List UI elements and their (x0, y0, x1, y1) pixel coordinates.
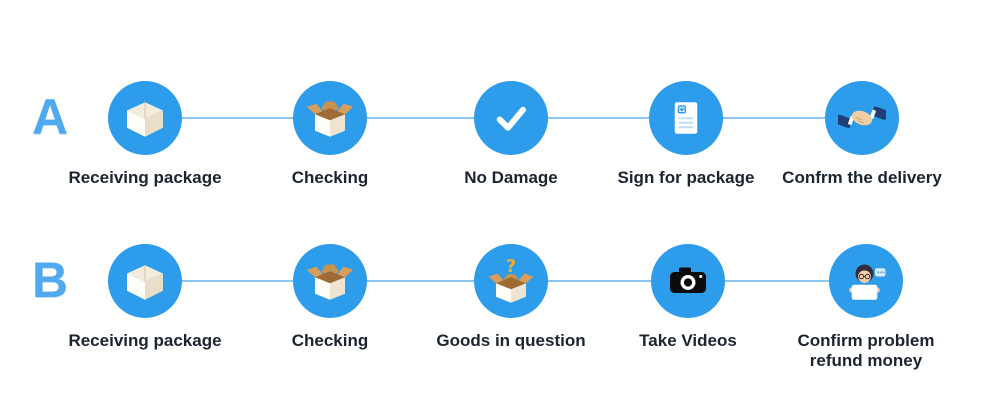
flow-step: Take Videos (598, 244, 778, 351)
step-circle (474, 81, 548, 155)
flow-step: No Damage (421, 81, 601, 188)
step-circle (825, 81, 899, 155)
step-circle (649, 81, 723, 155)
svg-text:?: ? (506, 257, 516, 277)
row-b-letter: B (32, 252, 69, 308)
step-circle (829, 244, 903, 318)
step-label: Checking (291, 331, 369, 350)
closed-box-icon (127, 102, 163, 137)
checkmark-icon (496, 106, 526, 131)
step-label: Sign for package (617, 168, 755, 187)
flow-step: Confirm problem refund money (791, 244, 941, 372)
flow-step: Checking (240, 81, 420, 188)
flow-step: Receiving package (55, 81, 235, 188)
document-icon (674, 102, 698, 134)
person-support-icon (849, 264, 886, 300)
step-circle (293, 244, 367, 318)
flow-step: Confrm the delivery (757, 81, 967, 188)
flow-step: Receiving package (55, 244, 235, 351)
step-label: Confirm problem refund money (797, 331, 935, 371)
flow-step: ? Goods in question (421, 244, 601, 351)
step-label: Take Videos (639, 331, 737, 350)
step-circle (293, 81, 367, 155)
flow-step: Checking (240, 244, 420, 351)
step-circle (651, 244, 725, 318)
closed-box-icon (127, 265, 163, 300)
open-box-icon (306, 264, 354, 300)
question-box-icon: ? (488, 257, 534, 303)
step-label: Confrm the delivery (782, 168, 942, 187)
step-circle (108, 81, 182, 155)
step-label: Goods in question (436, 331, 586, 350)
camera-icon (670, 267, 706, 293)
handshake-icon (838, 106, 886, 129)
flow-step: Sign for package (596, 81, 776, 188)
step-label: No Damage (464, 168, 558, 187)
row-a-letter: A (32, 89, 69, 145)
step-circle: ? (474, 244, 548, 318)
step-label: Receiving package (68, 168, 222, 187)
open-box-icon (306, 101, 354, 137)
step-circle (108, 244, 182, 318)
step-label: Checking (291, 168, 369, 187)
step-label: Receiving package (68, 331, 222, 350)
